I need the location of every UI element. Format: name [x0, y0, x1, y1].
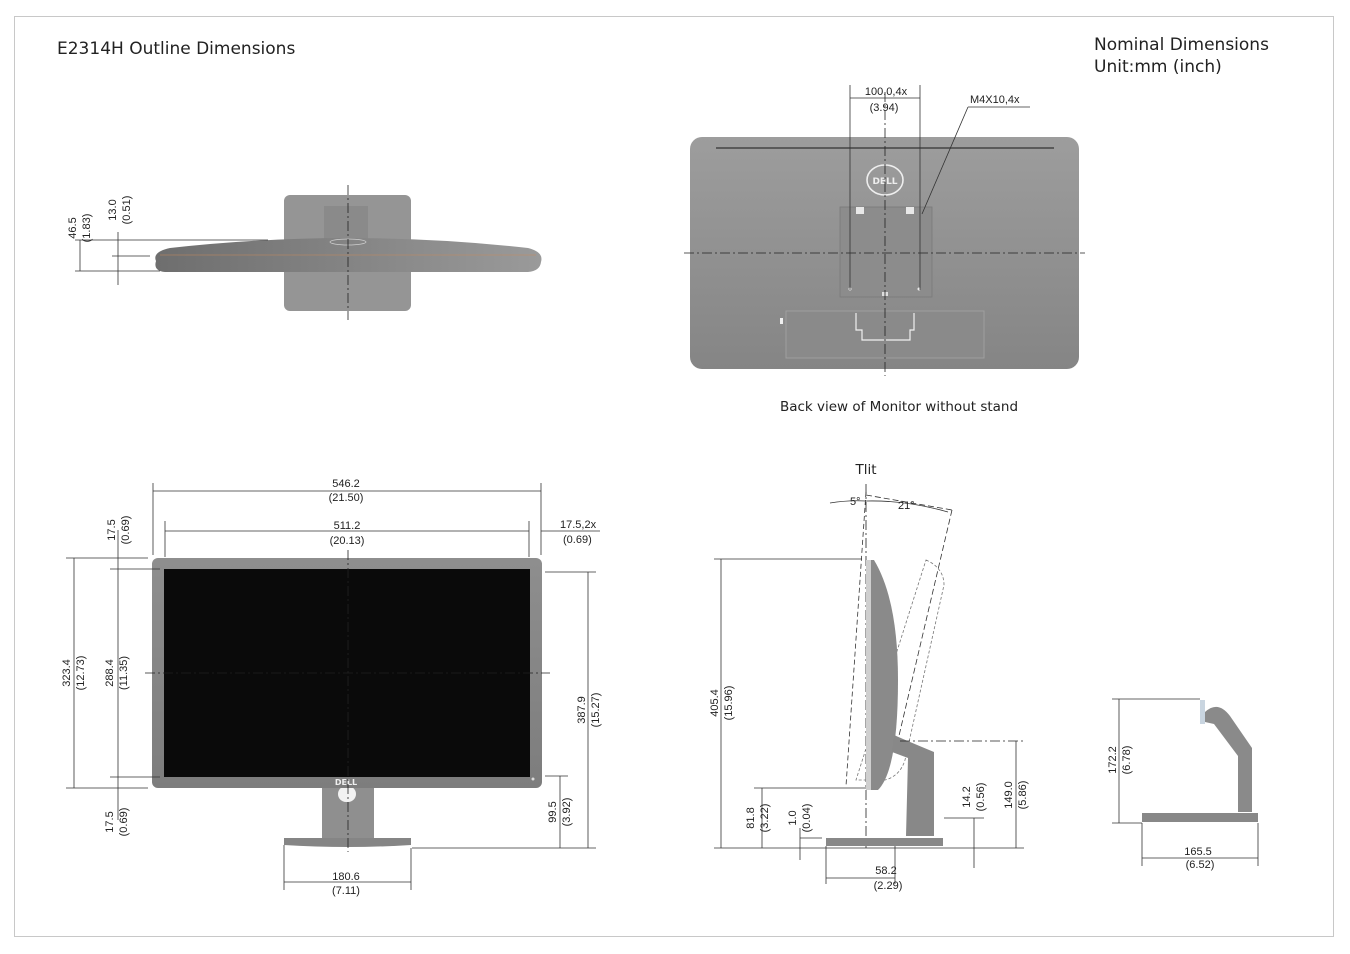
dim-stand-depth-mm: 165.5 — [1184, 846, 1212, 858]
dim-hinge-base-mm: 14.2 — [961, 786, 973, 807]
dim-max-height-mm: 405.4 — [709, 689, 721, 717]
dim-neck-height-mm: 99.5 — [547, 801, 559, 822]
dim-vesa-in: (3.94) — [870, 102, 899, 114]
unit-label: Unit:mm (inch) — [1094, 57, 1222, 77]
stand-view: 172.2 (6.78) 165.5 (6.52) — [1107, 698, 1259, 871]
dim-total-height-in: (15.27) — [590, 693, 602, 728]
dim-bottom-clear-mm: 81.8 — [745, 807, 757, 828]
tilt-forward-angle: 5° — [850, 496, 861, 508]
back-view: DELL 100.0,4x (3.94) M4X10,4x Back view … — [684, 85, 1085, 415]
stand-arm — [1205, 706, 1252, 812]
side-stand-base — [826, 838, 943, 846]
dim-base-depth-in: (2.29) — [874, 880, 903, 892]
dim-bezel-top-mm: 17.5 — [106, 519, 118, 540]
drawing-title: E2314H Outline Dimensions — [57, 39, 295, 59]
dim-bottom-clear-in: (3.22) — [759, 804, 771, 833]
front-view: DELL 546.2 (21.50) 511.2 (20.13) 17.5,2x… — [61, 478, 602, 897]
dim-height-mm: 323.4 — [61, 659, 73, 687]
dim-total-height-mm: 387.9 — [576, 696, 588, 724]
dim-active-width-in: (20.13) — [330, 535, 365, 547]
dim-base-thick-in: (0.04) — [801, 804, 813, 833]
dim-top-depth-mm: 46.5 — [67, 217, 79, 238]
dim-height-in: (12.73) — [75, 656, 87, 691]
dim-top-depth-in: (1.83) — [81, 214, 93, 243]
dim-base-width-in: (7.11) — [332, 885, 360, 897]
dim-stand-height-mm: 172.2 — [1107, 746, 1119, 774]
dim-panel-depth-mm: 13.0 — [107, 199, 119, 220]
dim-neck-height-in: (3.92) — [561, 798, 573, 827]
dim-bezel-top-in: (0.69) — [120, 516, 132, 545]
back-view-caption: Back view of Monitor without stand — [780, 399, 1018, 415]
dim-stand-depth-in: (6.52) — [1186, 859, 1215, 871]
dim-screw: M4X10,4x — [970, 94, 1020, 106]
dim-width-in: (21.50) — [329, 492, 364, 504]
cable-hole — [338, 786, 356, 802]
dim-active-height-in: (11.35) — [118, 656, 130, 690]
nominal-dimensions-label: Nominal Dimensions — [1094, 35, 1269, 55]
tilted-panel-outline — [855, 559, 945, 781]
dim-hinge-height-mm: 149.0 — [1003, 781, 1015, 809]
drawing-sheet — [14, 16, 1334, 937]
dim-panel-depth-in: (0.51) — [121, 196, 133, 225]
dim-bezel-side-in: (0.69) — [563, 534, 592, 546]
tilt-label: Tlit — [854, 462, 876, 478]
top-view: 46.5 (1.83) 13.0 (0.51) — [67, 185, 542, 320]
side-view: Tlit 5° 21° 405.4 (15.96) 81.8 (3.22) 1.… — [709, 462, 1029, 892]
dim-active-width-mm: 511.2 — [334, 520, 361, 532]
dim-bezel-side-mm: 17.5,2x — [560, 519, 597, 531]
stand-base — [1142, 813, 1258, 822]
dim-stand-height-in: (6.78) — [1121, 746, 1133, 775]
vesa-plate — [839, 206, 933, 298]
dim-bezel-bottom-mm: 17.5 — [104, 811, 116, 832]
dim-hinge-base-in: (0.56) — [975, 783, 987, 812]
dim-base-thick-mm: 1.0 — [787, 810, 799, 825]
dim-width-mm: 546.2 — [332, 478, 360, 490]
dim-max-height-in: (15.96) — [723, 686, 735, 721]
tilt-back-angle: 21° — [898, 500, 915, 512]
side-panel — [866, 560, 898, 790]
dim-base-depth-mm: 58.2 — [875, 865, 896, 877]
front-stand-base — [284, 838, 411, 847]
dim-base-width-mm: 180.6 — [332, 871, 360, 883]
front-dell-logo: DELL — [335, 778, 357, 787]
side-stand-neck — [892, 735, 934, 836]
dim-active-height-mm: 288.4 — [104, 659, 116, 687]
dim-hinge-height-in: (5.86) — [1017, 781, 1029, 810]
dim-vesa-mm: 100.0,4x — [865, 86, 908, 98]
dim-bezel-bottom-in: (0.69) — [118, 808, 130, 837]
